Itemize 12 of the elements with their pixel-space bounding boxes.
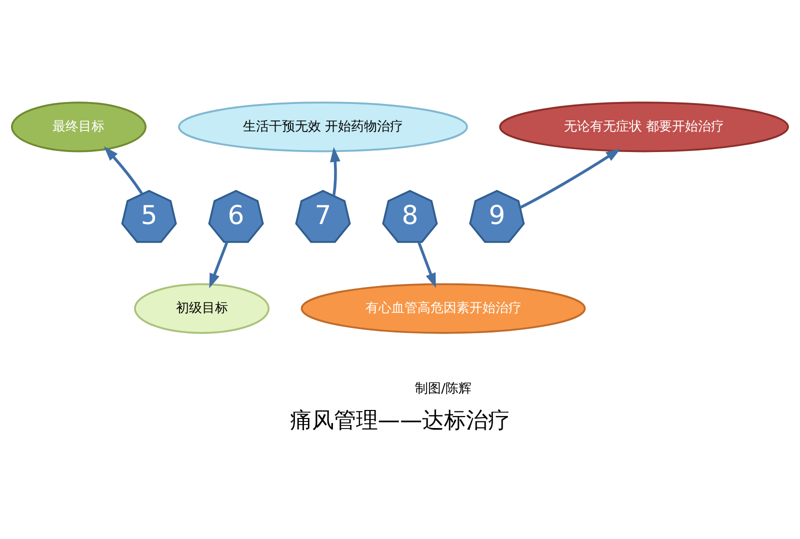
node-ellipse: 生活干预无效 开始药物治疗 xyxy=(178,101,468,152)
node-ellipse: 无论有无症状 都要开始治疗 xyxy=(499,101,789,152)
arrow xyxy=(104,146,144,194)
arrow xyxy=(417,241,436,288)
diagram-title: 痛风管理——达标治疗 xyxy=(290,406,510,433)
arrow xyxy=(330,146,340,196)
node-ellipse: 最终目标 xyxy=(10,101,147,152)
node-ellipse: 有心血管高危因素开始治疗 xyxy=(300,282,586,334)
arrow xyxy=(520,148,621,208)
node-ellipse: 初级目标 xyxy=(134,282,270,334)
label: 制图/陈辉 xyxy=(415,381,472,396)
arrow xyxy=(209,241,228,288)
